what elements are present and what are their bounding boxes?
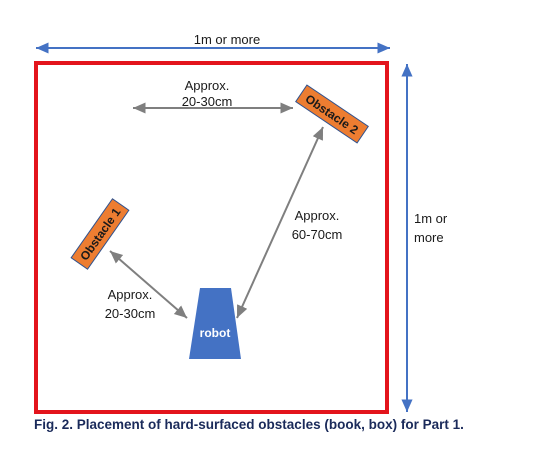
distance-arrow-obstacle1-robot <box>109 250 188 319</box>
distance-label-right-line2: 60-70cm <box>292 227 343 242</box>
robot <box>189 288 241 359</box>
distance-label-right-line1: Approx. <box>295 208 340 223</box>
figure-caption: Fig. 2. Placement of hard-surfaced obsta… <box>34 417 464 432</box>
width-dimension-label: 1m or more <box>194 32 260 47</box>
obstacle-2: Obstacle 2 <box>295 84 369 144</box>
distance-label-top-line2: 20-30cm <box>182 94 233 109</box>
height-dimension-label-line2: more <box>414 230 444 245</box>
distance-label-left-line1: Approx. <box>108 287 153 302</box>
obstacle-1-label: Obstacle 1 <box>77 205 123 263</box>
height-dimension-label-line1: 1m or <box>414 211 448 226</box>
field-boundary <box>34 61 389 414</box>
obstacle-2-label: Obstacle 2 <box>303 92 361 138</box>
distance-arrow-robot-obstacle2 <box>236 126 324 319</box>
robot-label: robot <box>200 326 231 340</box>
distance-label-top-line1: Approx. <box>185 78 230 93</box>
distance-label-left-line2: 20-30cm <box>105 306 156 321</box>
